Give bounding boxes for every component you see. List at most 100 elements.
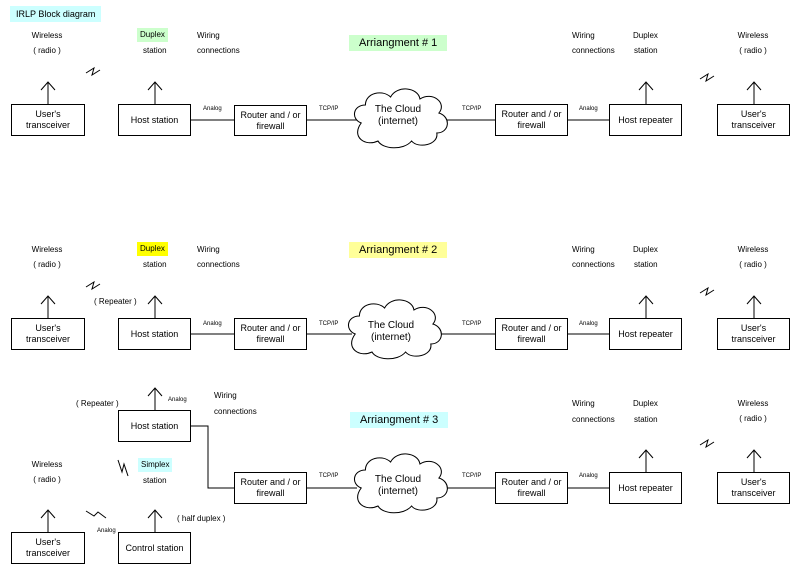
cloud-shape (354, 453, 448, 514)
diagram-title: IRLP Block diagram (10, 6, 102, 22)
wiring-label: Wiring (214, 391, 237, 400)
antenna-icon (147, 387, 163, 410)
connections-label: connections (572, 46, 615, 55)
tcpip-label: TCP/IP (319, 106, 339, 112)
wireless-label: Wireless (737, 245, 769, 254)
control-station-box: Control station (118, 532, 191, 564)
wiring-label: Wiring (572, 31, 595, 40)
antenna-icon (638, 295, 654, 318)
half-duplex-label: ( half duplex ) (177, 514, 226, 523)
radio-link-icon (699, 286, 715, 297)
host-repeater-box: Host repeater (609, 104, 682, 136)
wireless-label: Wireless (31, 460, 63, 469)
connector-line (191, 425, 234, 489)
radio-label: ( radio ) (33, 260, 61, 269)
station-label: station (143, 476, 167, 485)
analog-label: Analog (97, 528, 116, 534)
wiring-label: Wiring (197, 31, 220, 40)
duplex-label: Duplex (633, 31, 658, 40)
arrangement-2-label: Arriangment # 2 (349, 242, 448, 258)
connections-label: connections (214, 407, 257, 416)
host-station-box: Host station (118, 318, 191, 350)
station-label: station (634, 46, 658, 55)
radio-label: ( radio ) (739, 260, 767, 269)
cloud-shape (354, 88, 448, 149)
analog-label: Analog (168, 397, 187, 403)
tcpip-label: TCP/IP (462, 473, 482, 479)
radio-link-icon (85, 66, 101, 77)
connections-label: connections (572, 260, 615, 269)
wireless-label: Wireless (737, 399, 769, 408)
connections-label: connections (197, 46, 240, 55)
analog-label: Analog (579, 106, 598, 112)
tcpip-label: TCP/IP (319, 321, 339, 327)
antenna-icon (638, 449, 654, 472)
host-station-box: Host station (118, 104, 191, 136)
radio-link-icon (699, 438, 715, 449)
wireless-label: Wireless (31, 245, 63, 254)
host-station-box: Host station (118, 410, 191, 442)
simplex-label: Simplex (138, 458, 173, 472)
tcpip-label: TCP/IP (462, 106, 482, 112)
duplex-label: Duplex (137, 28, 168, 42)
host-repeater-box: Host repeater (609, 318, 682, 350)
antenna-icon (40, 295, 56, 318)
wiring-label: Wiring (197, 245, 220, 254)
antenna-icon (40, 81, 56, 104)
antenna-icon (40, 509, 56, 532)
analog-label: Analog (203, 321, 222, 327)
station-label: station (634, 260, 658, 269)
connections-label: connections (197, 260, 240, 269)
analog-label: Analog (579, 473, 598, 479)
station-label: station (143, 46, 167, 55)
radio-link-icon (85, 280, 101, 291)
radio-label: ( radio ) (33, 475, 61, 484)
arrangement-3-label: Arriangment # 3 (350, 412, 449, 428)
wiring-label: Wiring (572, 399, 595, 408)
station-label: station (143, 260, 167, 269)
cloud-shape (348, 299, 442, 360)
antenna-icon (746, 81, 762, 104)
duplex-label: Duplex (633, 399, 658, 408)
wiring-label: Wiring (572, 245, 595, 254)
duplex-label: Duplex (137, 242, 168, 256)
cloud-label: The Cloud(internet) (367, 320, 415, 343)
repeater-label: ( Repeater ) (94, 297, 137, 306)
repeater-label: ( Repeater ) (76, 399, 119, 408)
antenna-icon (746, 295, 762, 318)
tcpip-label: TCP/IP (462, 321, 482, 327)
connections-label: connections (572, 415, 615, 424)
antenna-icon (147, 509, 163, 532)
analog-label: Analog (203, 106, 222, 112)
cloud-label: The Cloud(internet) (374, 104, 422, 127)
cloud-label: The Cloud(internet) (374, 474, 422, 497)
wireless-label: Wireless (737, 31, 769, 40)
antenna-icon (147, 295, 163, 318)
radio-label: ( radio ) (33, 46, 61, 55)
radio-link-icon (117, 459, 129, 477)
analog-label: Analog (579, 321, 598, 327)
duplex-label: Duplex (633, 245, 658, 254)
host-repeater-box: Host repeater (609, 472, 682, 504)
arrangement-1-label: Arriangment # 1 (349, 35, 448, 51)
radio-link-icon (699, 72, 715, 83)
radio-label: ( radio ) (739, 414, 767, 423)
antenna-icon (746, 449, 762, 472)
radio-link-icon (85, 510, 107, 519)
antenna-icon (147, 81, 163, 104)
wireless-label: Wireless (31, 31, 63, 40)
